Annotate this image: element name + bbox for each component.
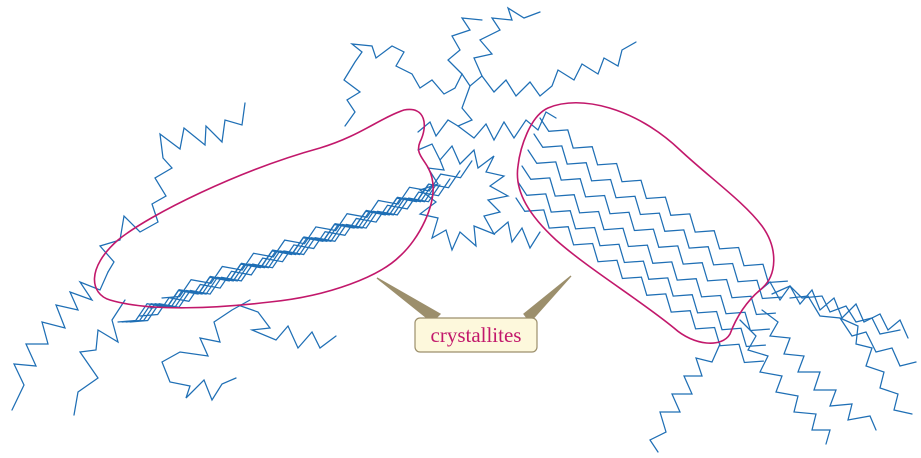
crystallite-right: [515, 117, 789, 364]
callout-pointer-left: [376, 277, 442, 323]
crystallites-label: crystallites: [431, 323, 522, 347]
amorphous-chain-left-lower: [73, 299, 126, 416]
crystallite-right-chain-6: [515, 197, 765, 364]
amorphous-chain-right-upper: [771, 285, 901, 335]
amorphous-chain-left-bottom: [161, 299, 251, 402]
amorphous-chain-right-tail-e: [839, 317, 913, 415]
crystallite-left-chain-4: [129, 184, 441, 323]
crystallite-right-chain-2: [533, 133, 783, 300]
amorphous-chain-center-link: [456, 85, 557, 142]
crystallites-callout: crystallites: [376, 275, 572, 353]
amorphous-chain-right-tail-a: [757, 281, 909, 339]
crystallite-left-chain-7: [161, 160, 473, 299]
crystallite-right-chain-5: [517, 181, 767, 348]
amorphous-chain-center-mid: [447, 17, 483, 75]
crystallite-left-chain-5: [139, 178, 451, 317]
amorphous-chain-right-tail-d: [789, 295, 917, 367]
crystallite-left-chain-6: [149, 170, 461, 309]
amorphous-chain-left-top: [98, 102, 246, 273]
amorphous-chain-right-tail-c: [739, 319, 831, 445]
crystallites-label-box: [414, 317, 538, 353]
crystallite-left-outline: [93, 108, 434, 309]
crystallite-right-outline: [516, 101, 775, 344]
amorphous-chain-right-bottom: [649, 343, 721, 453]
crystallite-left: [117, 160, 473, 323]
amorphous-chain-center-lower: [493, 220, 541, 250]
amorphous-chain-right-tail-b: [761, 309, 877, 431]
amorphous-chain-center-star: [417, 143, 510, 252]
amorphous-chain-center-top: [343, 6, 541, 127]
amorphous-chain-center-connector: [417, 119, 459, 138]
amorphous-chain-left-outer: [11, 271, 109, 411]
crystallite-right-chain-3: [527, 149, 777, 316]
amorphous-chain-center-right: [481, 41, 637, 97]
amorphous-chains: [11, 6, 917, 453]
crystallite-right-chain-1: [539, 117, 789, 284]
callout-pointer-right: [523, 275, 572, 324]
amorphous-chain-left-tail: [237, 304, 337, 350]
crystallite-right-chain-4: [521, 165, 771, 332]
